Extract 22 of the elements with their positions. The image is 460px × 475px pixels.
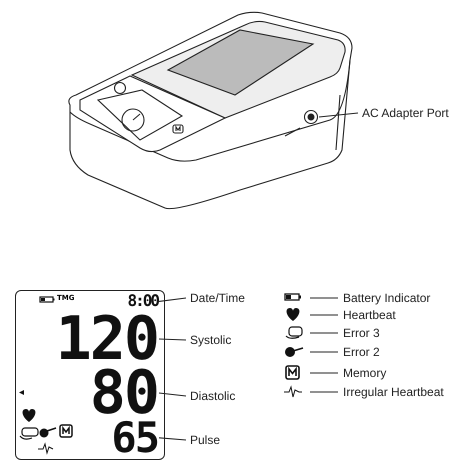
lcd-display [15,290,165,460]
leader-line [158,297,186,302]
legend-text: Error 3 [343,327,380,339]
leader-line [158,338,186,341]
callout-label: Systolic [190,334,232,346]
legend-text: Irregular Heartbeat [343,386,444,398]
legend-text: Memory [343,367,386,379]
legend-text: Heartbeat [343,309,396,321]
systolic-readout: 120 [56,315,158,363]
callout-label: AC Adapter Port [362,107,449,119]
leader-line [158,437,186,441]
legend-text: Battery Indicator [343,292,430,304]
callout-label: Diastolic [190,390,236,402]
leader-line [318,112,358,118]
adapter-port [304,110,318,124]
callout-label: Date/Time [190,292,245,304]
leader-line [158,392,186,397]
pulse-readout: 65 [111,421,158,455]
callout-label: Pulse [190,434,220,446]
diastolic-readout: 80 [90,369,158,417]
time-readout: 8:00 [127,295,158,308]
legend-text: Error 2 [343,346,380,358]
